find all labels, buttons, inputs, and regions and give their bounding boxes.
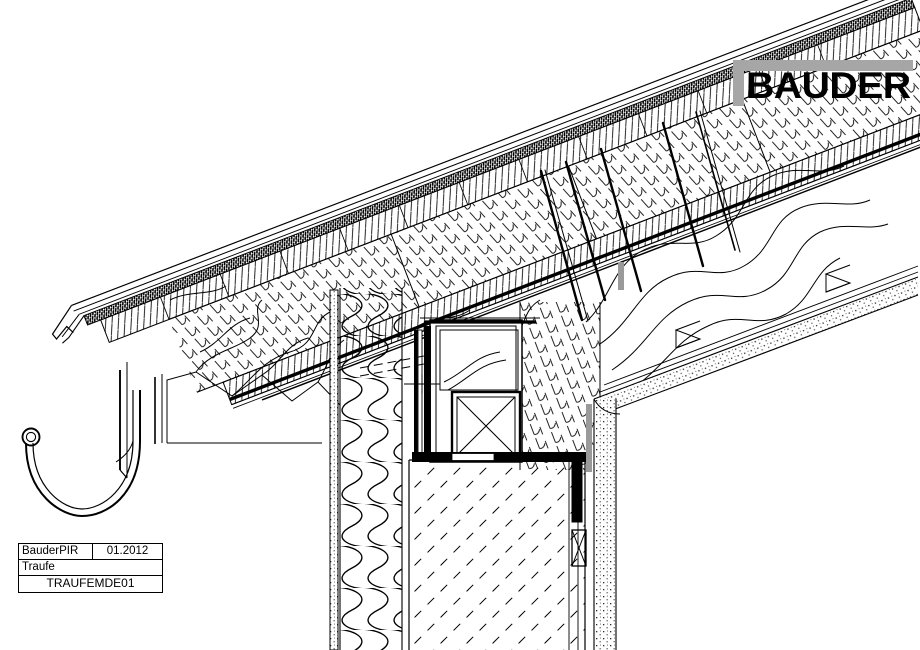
title-block: BauderPIR 01.2012 Traufe TRAUFEMDE01	[18, 543, 163, 593]
ceiling-break-symbols	[674, 264, 852, 349]
ringbeam-head-seal	[420, 317, 540, 324]
wall-head-outline	[329, 290, 339, 650]
interior-ceiling-plaster	[593, 265, 919, 418]
logo-wordmark: BAUDER	[746, 65, 911, 106]
anchor-detail	[404, 374, 440, 394]
bearing-base-plate	[412, 452, 586, 462]
masonry-wall	[408, 459, 586, 650]
title-block-row-detail: Traufe	[19, 560, 162, 576]
fascia-board	[119, 362, 163, 479]
title-block-row-product: BauderPIR 01.2012	[19, 544, 162, 560]
detail-name: Traufe	[22, 561, 55, 573]
logo-bracket-left	[733, 60, 744, 106]
insulation-fixing-screws	[539, 110, 741, 322]
drawing-code: TRAUFEMDE01	[46, 576, 135, 590]
exterior-render-layer	[329, 289, 339, 650]
bauder-logo: BAUDER	[733, 60, 913, 106]
ring-beam	[429, 319, 523, 463]
logo-bracket-top	[733, 60, 913, 71]
separation-membrane-layer	[83, 0, 916, 326]
wall-mineral-wool-insulation	[339, 288, 403, 650]
membrane-return-detail	[359, 355, 425, 377]
title-block-row-code: TRAUFEMDE01	[19, 576, 162, 594]
insulation-board-joints	[390, 99, 771, 308]
interior-wall-plaster	[586, 262, 624, 650]
product-name: BauderPIR	[19, 544, 93, 559]
revision-date: 01.2012	[106, 545, 149, 557]
eaves-gutter	[21, 390, 141, 518]
metal-sheet-covering	[51, 0, 911, 344]
wall-cavity-joint	[568, 461, 587, 650]
